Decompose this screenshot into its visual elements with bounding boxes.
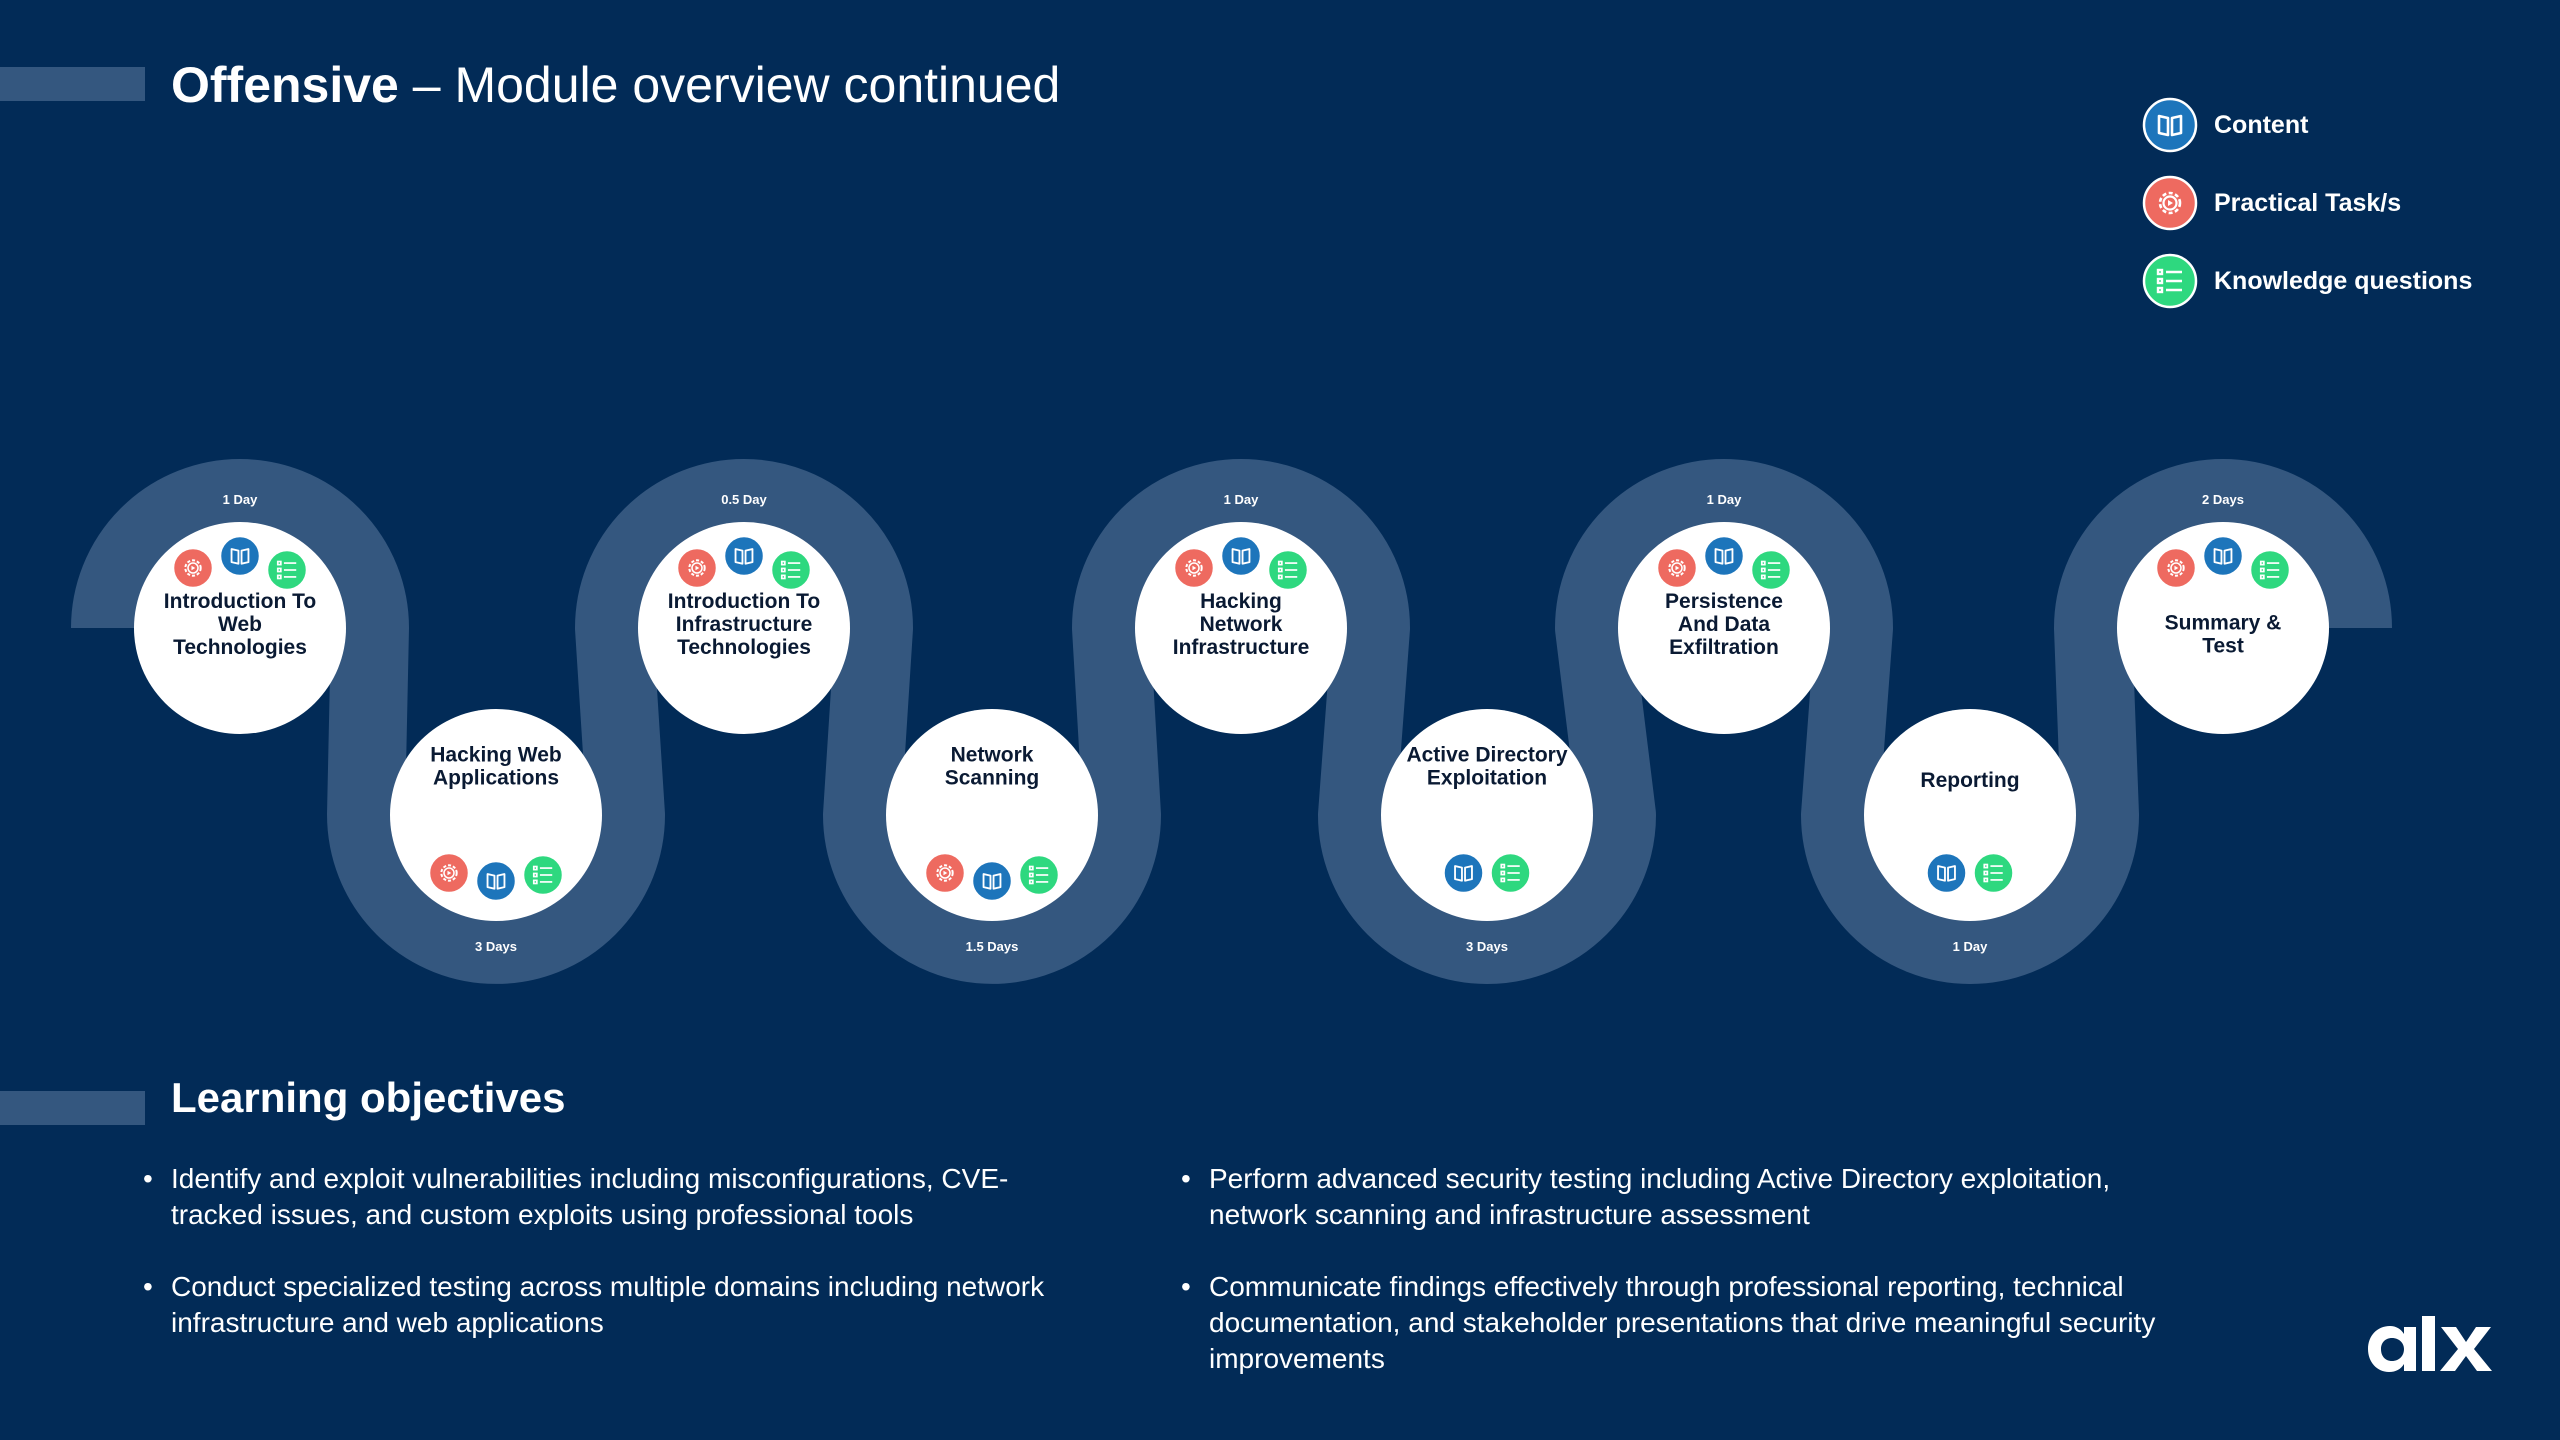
roadmap-path (71, 459, 2392, 984)
module-title: Reporting (1920, 769, 2019, 792)
module-circle (1381, 709, 1593, 921)
objectives-heading: Learning objectives (171, 1074, 566, 1121)
checklist-icon (1749, 548, 1793, 592)
module-node: 1 Day Reporting (1864, 709, 2076, 954)
legend-label-content: Content (2214, 110, 2309, 139)
book-icon (1442, 851, 1485, 895)
gear-icon (1655, 546, 1699, 590)
legend-item-knowledge: Knowledge questions (2142, 242, 2472, 320)
objective-item: Identify and exploit vulnerabilities inc… (143, 1161, 1093, 1233)
book-icon (1219, 534, 1263, 578)
module-duration: 1 Day (1224, 492, 1259, 507)
gear-icon (427, 851, 471, 895)
module-duration: 3 Days (475, 939, 517, 954)
objective-item: Perform advanced security testing includ… (1181, 1161, 2181, 1233)
objectives-list-right: Perform advanced security testing includ… (1181, 1161, 2181, 1413)
module-duration: 1.5 Days (966, 939, 1019, 954)
module-duration: 1 Day (1707, 492, 1742, 507)
legend-label-task: Practical Task/s (2214, 188, 2402, 217)
alx-logo-mark (2368, 1316, 2492, 1372)
book-icon (2201, 534, 2245, 578)
gear-icon (675, 546, 719, 590)
objectives-list-left: Identify and exploit vulnerabilities inc… (143, 1161, 1093, 1377)
title-accent-bar (0, 67, 145, 101)
book-icon (218, 534, 262, 578)
legend-item-content: Content (2142, 86, 2472, 164)
module-title: Summary &Test (2165, 612, 2282, 658)
checklist-icon (1489, 851, 1532, 895)
objectives-accent-bar (0, 1091, 145, 1125)
checklist-icon (1972, 851, 2015, 895)
gear-icon (923, 851, 967, 895)
checklist-icon (2248, 548, 2292, 592)
objective-item: Communicate findings effectively through… (1181, 1269, 2181, 1377)
legend: Content Practical Task/s Knowledge quest… (2142, 86, 2472, 320)
gear-icon (1172, 546, 1216, 590)
checklist-icon (521, 853, 565, 897)
checklist-icon (265, 548, 309, 592)
module-circle (1864, 709, 2076, 921)
checklist-icon (1017, 853, 1061, 897)
checklist-icon (769, 548, 813, 592)
legend-item-task: Practical Task/s (2142, 164, 2472, 242)
module-duration: 0.5 Day (721, 492, 767, 507)
book-icon (474, 859, 518, 903)
module-duration: 2 Days (2202, 492, 2244, 507)
gear-icon (2154, 546, 2198, 590)
module-duration: 1 Day (1953, 939, 1988, 954)
module-duration: 1 Day (223, 492, 258, 507)
book-icon (1702, 534, 1746, 578)
title-rest: – Module overview continued (398, 57, 1061, 113)
objective-item: Conduct specialized testing across multi… (143, 1269, 1093, 1341)
page-title: Offensive – Module overview continued (171, 50, 1060, 120)
book-icon (722, 534, 766, 578)
alx-logo (2366, 1316, 2502, 1387)
checklist-icon (2142, 253, 2198, 309)
gear-icon (2142, 175, 2198, 231)
checklist-icon (1266, 548, 1310, 592)
book-icon (2142, 97, 2198, 153)
gear-icon (171, 546, 215, 590)
title-bold: Offensive (171, 57, 399, 113)
book-icon (970, 859, 1014, 903)
module-duration: 3 Days (1466, 939, 1508, 954)
legend-label-knowledge: Knowledge questions (2214, 266, 2473, 295)
book-icon (1925, 851, 1968, 895)
